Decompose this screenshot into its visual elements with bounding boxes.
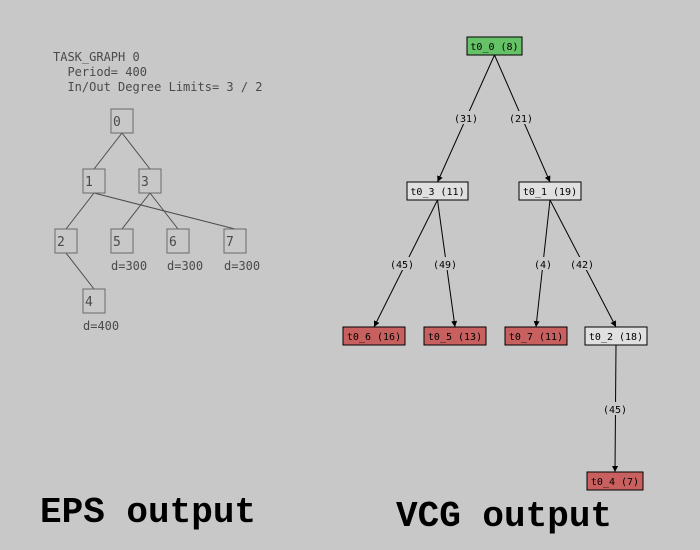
vcg-node-label: t0_7 (11) (509, 332, 563, 343)
vcg-node-box (586, 471, 644, 491)
eps-node-box (223, 228, 247, 254)
vcg-node-box (466, 36, 523, 56)
vcg-node-label: t0_3 (11) (410, 187, 464, 198)
eps-header-line: In/Out Degree Limits= 3 / 2 (53, 80, 263, 94)
eps-node-label: 2 (57, 235, 65, 250)
vcg-edge-label: (21) (509, 114, 533, 125)
vcg-edge-label-bg (601, 402, 629, 415)
vcg-graph: (31) (21) (45) (49) (4) (42) (45) t0_0 (8) t0_3 … (342, 36, 648, 491)
vcg-edge-label-bg (532, 257, 554, 270)
vcg-edge-label: (31) (454, 114, 478, 125)
eps-header: TASK_GRAPH 0 Period= 400 In/Out Degree L… (53, 50, 263, 95)
eps-node-label: 6 (169, 235, 177, 250)
eps-node-box (110, 228, 134, 254)
eps-header-line: Period= 400 (53, 65, 147, 79)
vcg-node-box (423, 326, 487, 346)
eps-edge (93, 132, 123, 170)
vcg-node-label: t0_1 (19) (523, 187, 577, 198)
eps-node-deadline: d=300 (167, 259, 203, 273)
vcg-edge-label-bg (452, 111, 480, 124)
vcg-node-box (406, 181, 469, 201)
eps-node-label: 3 (141, 175, 149, 190)
eps-edge (121, 132, 151, 170)
eps-node-box (138, 168, 162, 194)
eps-node-label: 5 (113, 235, 121, 250)
eps-node-label: 7 (226, 235, 234, 250)
eps-node-box (54, 228, 78, 254)
eps-edge (65, 252, 95, 290)
eps-edge (121, 192, 151, 230)
vcg-edge-label: (4) (534, 260, 552, 271)
vcg-node-box (342, 326, 406, 346)
eps-node-label: 1 (85, 175, 93, 190)
vcg-node-label: t0_4 (7) (591, 477, 639, 488)
eps-header-line: TASK_GRAPH 0 (53, 50, 140, 64)
eps-caption: EPS output (40, 492, 257, 533)
eps-node-deadline: d=300 (224, 259, 260, 273)
vcg-node-box (584, 326, 648, 346)
vcg-edge-label: (45) (390, 260, 414, 271)
vcg-edge-label-bg (388, 257, 416, 270)
eps-edge (65, 192, 95, 230)
vcg-node-box (504, 326, 568, 346)
eps-node-box (82, 168, 106, 194)
eps-node-label: 4 (85, 295, 93, 310)
vcg-edge-label-bg (507, 111, 535, 124)
eps-node-label: 0 (113, 115, 121, 130)
eps-node-deadline: d=400 (83, 319, 119, 333)
eps-node-box (82, 288, 106, 314)
eps-node-box (166, 228, 190, 254)
vcg-node-label: t0_2 (18) (589, 332, 643, 343)
vcg-node-label: t0_0 (8) (470, 42, 518, 53)
vcg-node-label: t0_5 (13) (428, 332, 482, 343)
vcg-caption: VCG output (396, 496, 613, 537)
vcg-edge-label-bg (431, 257, 459, 270)
eps-graph: 0 1 3 2 5 d=300 6 d=300 7 d=300 4 d=400 (54, 108, 260, 333)
vcg-edge-label: (49) (433, 260, 457, 271)
vcg-node-label: t0_6 (16) (347, 332, 401, 343)
vcg-edge-label: (45) (603, 405, 627, 416)
eps-node-deadline: d=300 (111, 259, 147, 273)
eps-edge (149, 192, 179, 230)
vcg-node-box (518, 181, 582, 201)
vcg-edge-label: (42) (570, 260, 594, 271)
eps-node-box (110, 108, 134, 134)
vcg-edge-label-bg (568, 257, 596, 270)
